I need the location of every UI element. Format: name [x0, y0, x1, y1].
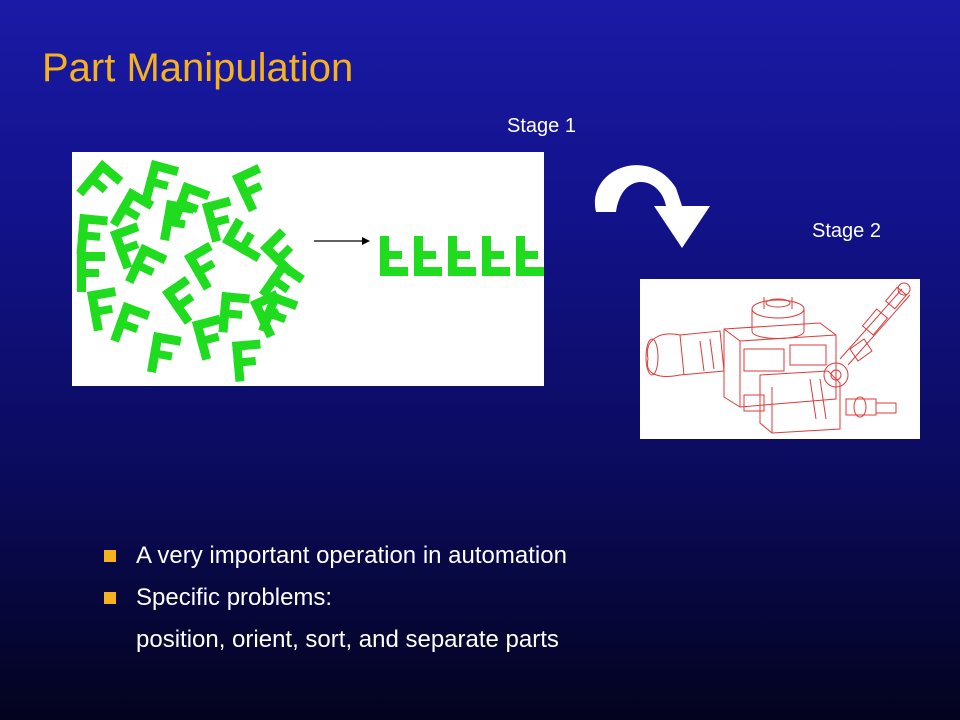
bullet-list: A very important operation in automation… [104, 535, 567, 661]
bullet-marker [104, 592, 116, 604]
bullet-text: A very important operation in automation [136, 542, 567, 569]
scattered-parts [76, 160, 309, 382]
engine-assembly-image [640, 279, 920, 439]
aligned-parts [380, 236, 544, 276]
bullet-continuation: position, orient, sort, and separate par… [136, 626, 559, 653]
list-item: A very important operation in automation [104, 535, 567, 577]
stage-1-label: Stage 1 [507, 115, 576, 137]
clockwise-curved-arrow-icon [578, 150, 718, 260]
right-arrow-icon [314, 237, 370, 245]
parts-feeder-illustration [76, 160, 544, 382]
list-item: Specific problems: [104, 577, 567, 619]
page-title: Part Manipulation [42, 46, 354, 90]
bullet-marker [104, 550, 116, 562]
engine-line-drawing [645, 282, 911, 434]
parts-feeder-image [72, 152, 544, 386]
stage-2-label: Stage 2 [812, 220, 881, 242]
bullet-text: Specific problems: [136, 584, 333, 611]
